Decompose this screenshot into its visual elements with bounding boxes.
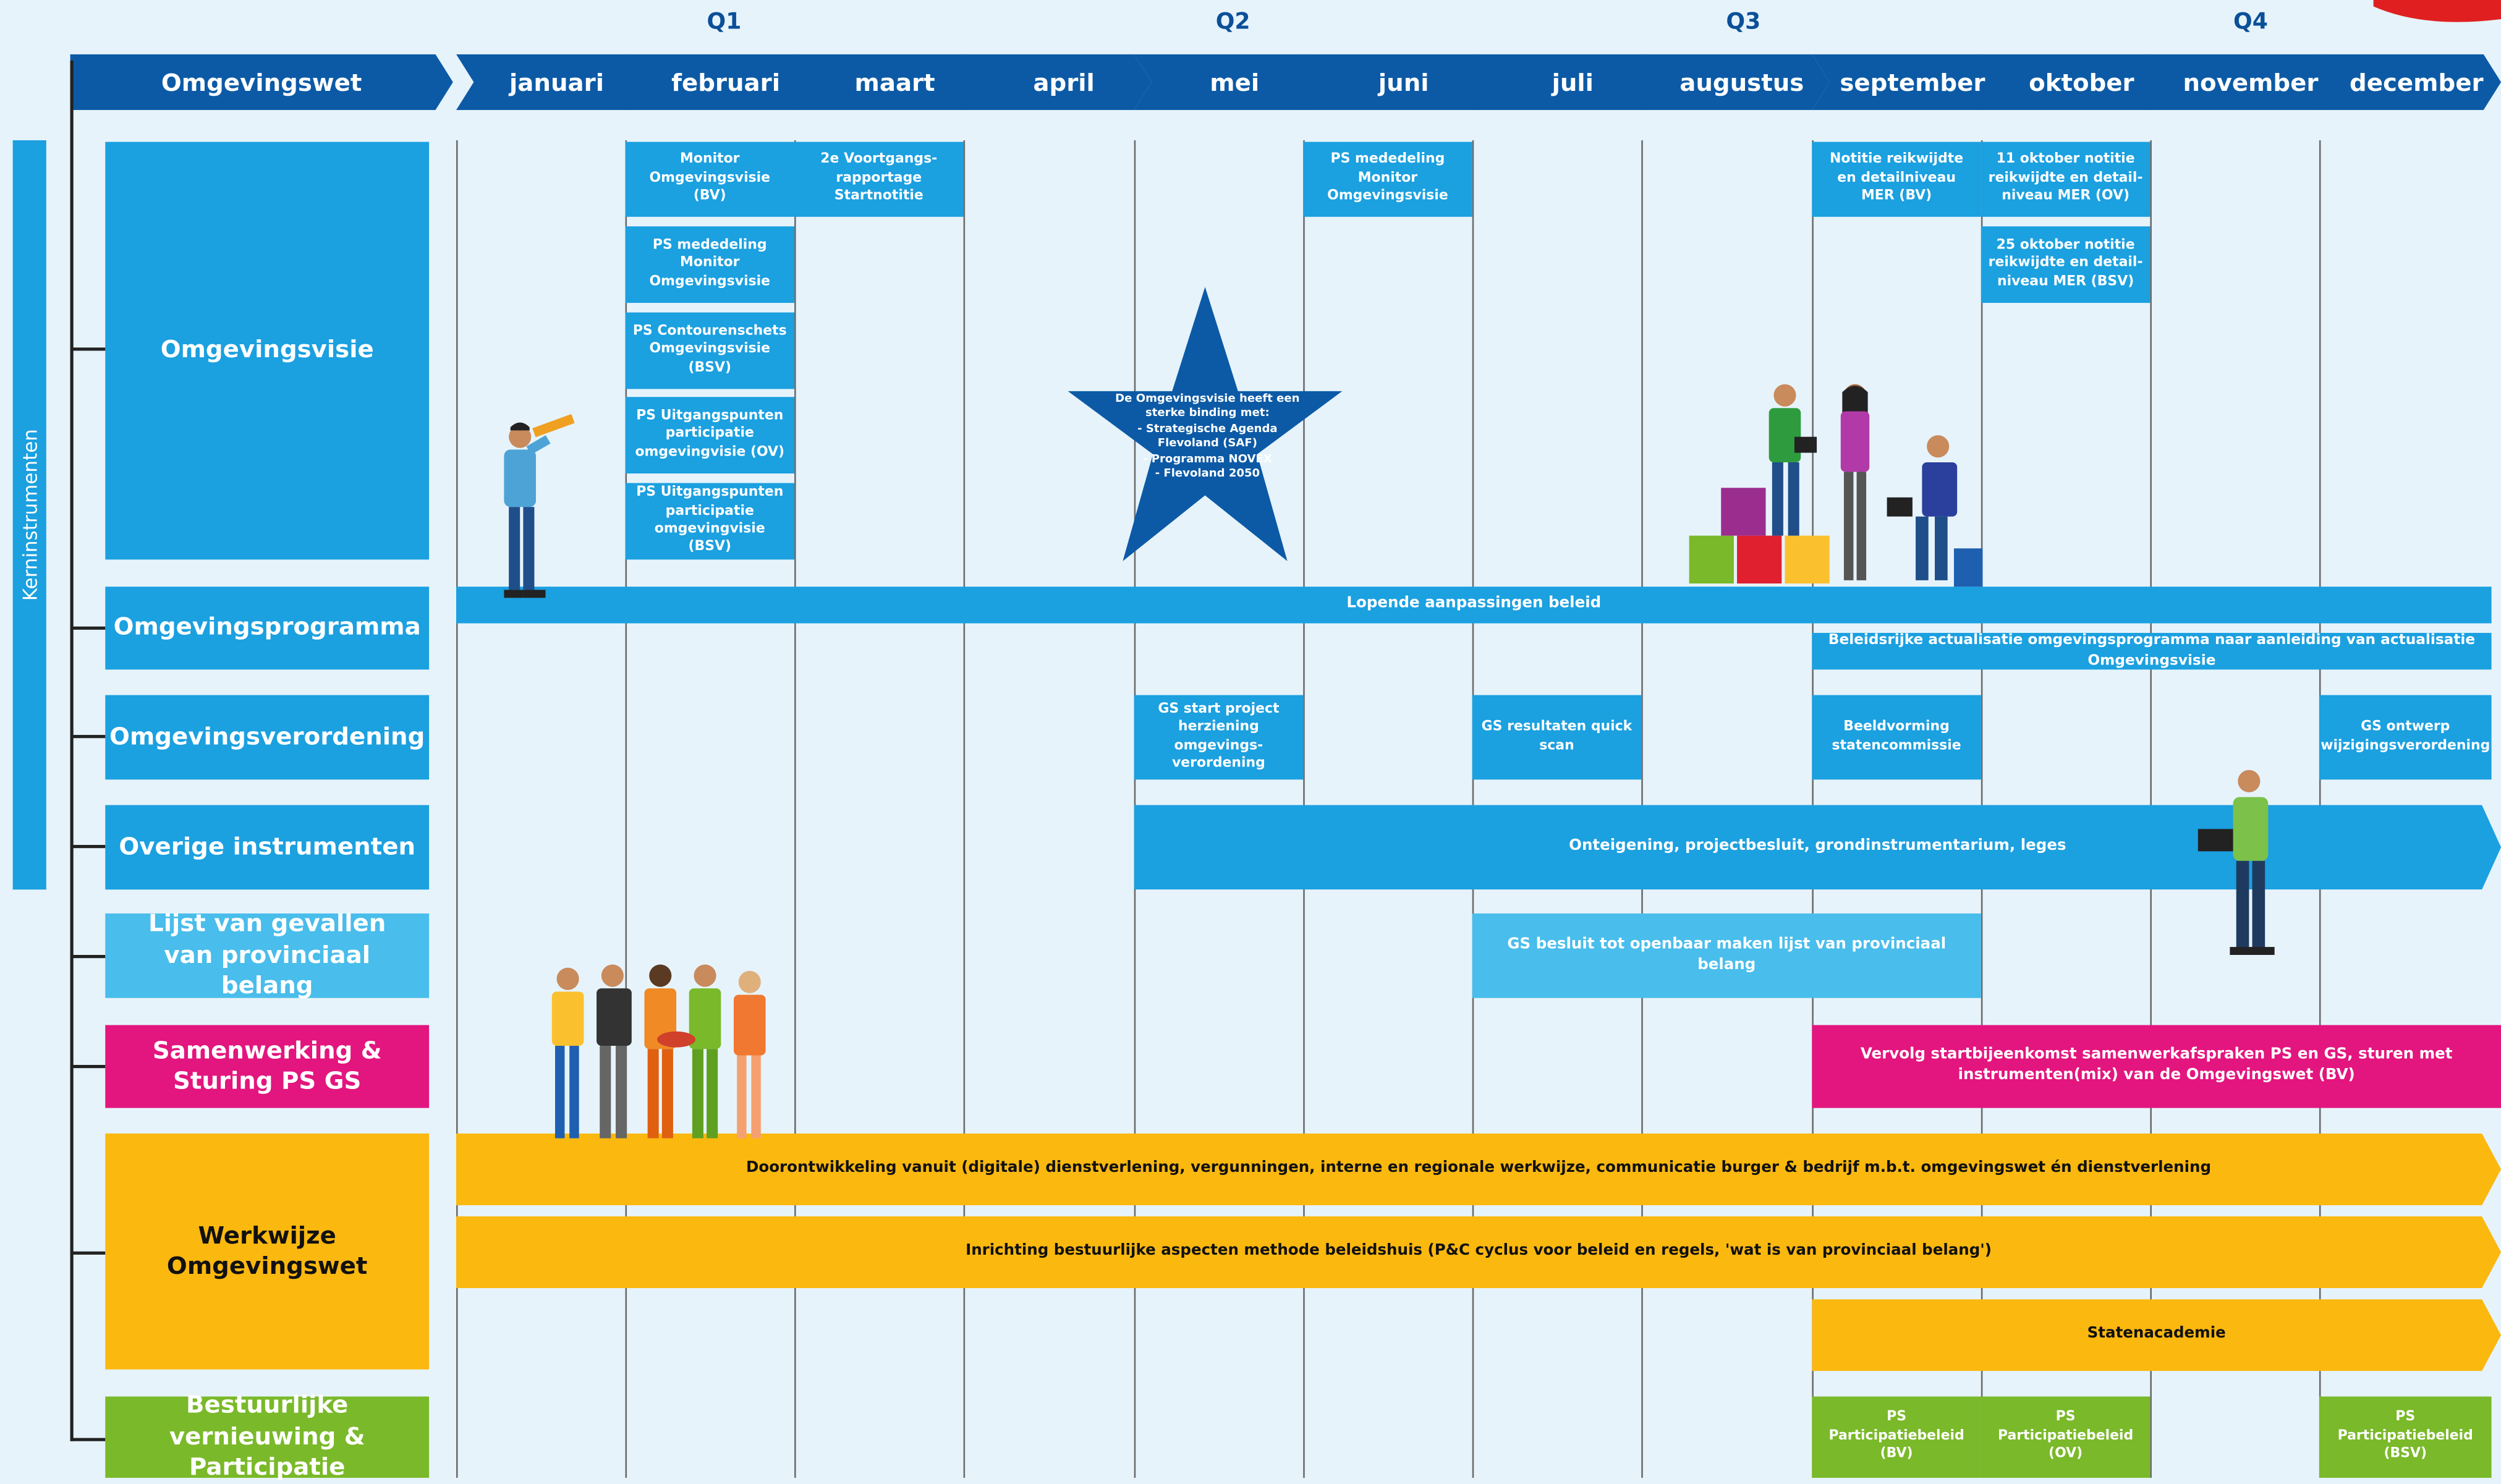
group-of-people-illustration <box>551 964 766 1138</box>
werkwijze-bar-inrichting: Inrichting bestuurlijke aspecten methode… <box>456 1216 2501 1288</box>
month-mei: mei <box>1134 54 1322 110</box>
month-oktober: oktober <box>1981 54 2169 110</box>
verordening-mei: GS start project herziening omgevings-ve… <box>1134 695 1304 780</box>
visie-mar-item: 2e Voortgangs-rapportage Startnotitie <box>794 142 964 217</box>
werkwijze-bar-doorontwikkeling: Doorontwikkeling vanuit (digitale) diens… <box>456 1134 2501 1205</box>
category-werkwijze-omgevingswet: Werkwijze Omgevingswet <box>105 1133 430 1370</box>
samenwerking-bar: Vervolg startbijeenkomst samenwerkafspra… <box>1812 1025 2501 1108</box>
category-lijst-provinciaal-belang: Lijst van gevallen van provinciaal belan… <box>105 909 430 1000</box>
visie-feb-item: PS Uitgangspunten participatie omgevingv… <box>625 483 795 560</box>
quarter-label-q3: Q3 <box>1726 9 1761 35</box>
tree-tick <box>70 1438 106 1441</box>
tree-tick <box>70 735 106 739</box>
month-december: december <box>2319 54 2501 110</box>
werkwijze-bar-statenacademie: Statenacademie <box>1812 1299 2501 1371</box>
lijst-bar: GS besluit tot openbaar maken lijst van … <box>1472 913 1981 998</box>
star-text-line: - Programma NOVEX <box>1142 452 1272 465</box>
month-augustus: augustus <box>1641 54 1829 110</box>
visie-okt-item: 11 oktober notitie reikwijdte en detail-… <box>1981 142 2151 217</box>
grid-line <box>794 140 796 1478</box>
star-text-line: sterke binding met: <box>1145 407 1270 420</box>
star-text-line: - Flevoland 2050 <box>1155 467 1260 480</box>
star-text-line: Flevoland (SAF) <box>1157 437 1258 451</box>
month-januari: januari <box>456 54 644 110</box>
month-november: november <box>2150 54 2338 110</box>
category-omgevingsvisie: Omgevingsvisie <box>105 142 430 560</box>
visie-feb-item: PS Contourenschets Omgevingsvisie (BSV) <box>625 312 795 389</box>
quarter-label-q2: Q2 <box>1215 9 1250 35</box>
tree-connector <box>70 61 74 1441</box>
visie-okt-item: 25 oktober notitie reikwijdte en detail-… <box>1981 226 2151 303</box>
man-with-laptop-illustration <box>2197 770 2275 956</box>
grid-line <box>625 140 627 1478</box>
grid-line <box>963 140 966 1478</box>
verordening-dec: GS ontwerp wijzigingsverordening <box>2319 695 2492 780</box>
quarter-label-q1: Q1 <box>707 9 742 35</box>
star-shape <box>1068 287 1343 561</box>
verordening-sep: Beeldvorming statencommissie <box>1812 695 1981 780</box>
visie-feb-item: PS Uitgangspunten participatie omgevingv… <box>625 397 795 474</box>
visie-sep-item: Notitie reikwijdte en detailniveau MER (… <box>1812 142 1981 217</box>
visie-jun-item: PS mededeling Monitor Omgevingsvisie <box>1303 142 1472 217</box>
programma-bar-actualisatie: Beleidsrijke actualisatie omgevingsprogr… <box>1812 632 2492 670</box>
category-samenwerking-sturing: Samenwerking & Sturing PS GS <box>105 1025 430 1108</box>
month-maart: maart <box>794 54 982 110</box>
visie-feb-item: Monitor Omgevingsvisie (BV) <box>625 142 795 217</box>
sidebar-kerninstrumenten: Kerninstrumenten <box>12 140 46 890</box>
category-omgevingsprogramma: Omgevingsprogramma <box>105 587 430 670</box>
participatie-bv: PS Participatiebeleid (BV) <box>1812 1396 1981 1478</box>
header-title: Omgevingswet <box>70 54 453 110</box>
visie-feb-item: PS mededeling Monitor Omgevingsvisie <box>625 226 795 303</box>
star-text-line: - Strategische Agenda <box>1137 422 1278 435</box>
programma-bar-lopende: Lopende aanpassingen beleid <box>456 587 2492 624</box>
tree-tick <box>70 955 106 959</box>
month-februari: februari <box>626 54 813 110</box>
team-with-blocks-illustration <box>1689 384 1983 587</box>
month-juni: juni <box>1303 54 1491 110</box>
tree-tick <box>70 1251 106 1255</box>
flag-decoration <box>2373 0 2501 22</box>
tree-tick <box>70 347 106 351</box>
month-september: september <box>1812 54 2000 110</box>
star-text: De Omgevingsvisie heeft een sterke bindi… <box>1113 392 1301 483</box>
man-with-telescope-illustration <box>504 413 575 598</box>
participatie-bsv: PS Participatiebeleid (BSV) <box>2319 1396 2492 1478</box>
participatie-ov: PS Participatiebeleid (OV) <box>1981 1396 2151 1478</box>
tree-tick <box>70 845 106 849</box>
category-omgevingsverordening: Omgevingsverordening <box>105 695 430 780</box>
month-juli: juli <box>1472 54 1660 110</box>
star-text-line: De Omgevingsvisie heeft een <box>1115 392 1300 405</box>
category-bestuurlijke-vernieuwing: Bestuurlijke vernieuwing & Participatie <box>105 1391 430 1482</box>
verordening-jul: GS resultaten quick scan <box>1472 695 1642 780</box>
sidebar-label: Kerninstrumenten <box>18 429 41 601</box>
tree-tick <box>70 1064 106 1069</box>
tree-tick <box>70 626 106 630</box>
quarter-label-q4: Q4 <box>2233 9 2268 35</box>
category-overige-instrumenten: Overige instrumenten <box>105 805 430 890</box>
month-april: april <box>964 54 1152 110</box>
grid-line <box>456 140 458 1478</box>
overige-bar: Onteigening, projectbesluit, grondinstru… <box>1134 805 2501 890</box>
